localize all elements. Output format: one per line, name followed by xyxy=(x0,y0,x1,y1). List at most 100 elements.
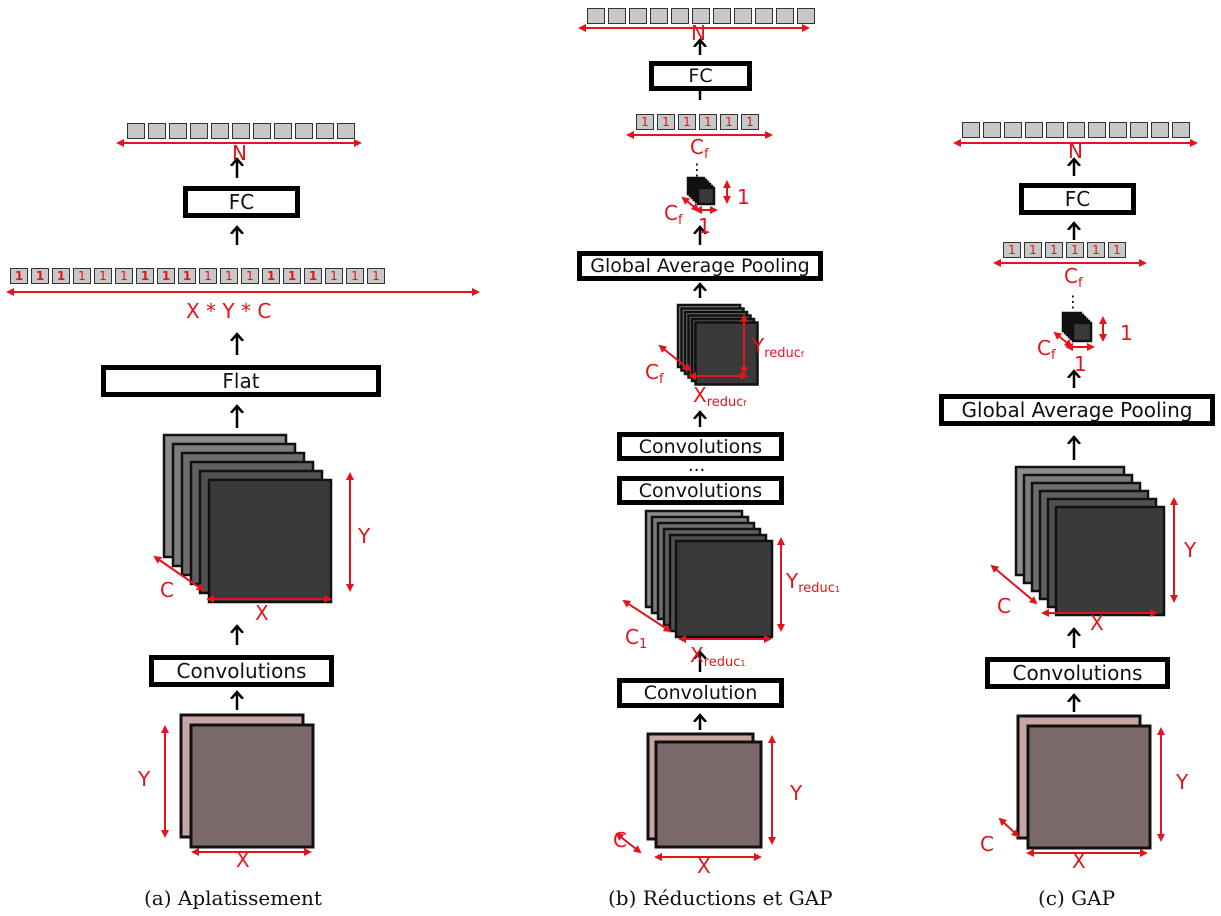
b-out-cell xyxy=(713,8,731,24)
a-flat-cell xyxy=(241,268,259,284)
a-flat-cell-value: 1 xyxy=(372,269,380,283)
c-vec-cell-value: 1 xyxy=(1092,243,1100,257)
a-out-cell xyxy=(127,123,145,139)
a-flat-cell xyxy=(115,268,133,284)
b-input-c-label: C xyxy=(613,828,627,852)
a-input-front xyxy=(189,723,315,849)
b-gap-c-label: Cf xyxy=(664,201,683,228)
a-input-y-label: Y xyxy=(138,767,151,791)
c-fm-x-label: X xyxy=(1090,611,1104,635)
b-gap-output-layer-5 xyxy=(696,186,716,206)
c-vec-cell xyxy=(1024,242,1042,258)
c-vec-cell xyxy=(1108,242,1126,258)
a-out-cell xyxy=(190,123,208,139)
c-vec-cell xyxy=(1045,242,1063,258)
c-gap-one-right: 1 xyxy=(1120,321,1133,345)
a-flat-cell xyxy=(262,268,280,284)
b-convolutions-block-2: Convolutions xyxy=(617,476,784,505)
c-out-cell xyxy=(1067,122,1085,138)
b-gap-one-right: 1 xyxy=(737,185,750,209)
c-out-cell xyxy=(1172,122,1190,138)
a-flat-cell xyxy=(94,268,112,284)
c-vec-cell xyxy=(1066,242,1084,258)
a-flat-cell xyxy=(199,268,217,284)
c-out-cell xyxy=(1046,122,1064,138)
c-convolutions-block: Convolutions xyxy=(985,657,1170,689)
c-input-c-arrow xyxy=(998,817,1020,838)
b-out-cell xyxy=(608,8,626,24)
a-flat-cell xyxy=(73,268,91,284)
b-input-x-label: X xyxy=(697,854,711,878)
c-input-c-label: C xyxy=(980,832,994,856)
b-fm1-c-arrow xyxy=(622,599,672,633)
c-vec-cell-value: 1 xyxy=(1113,243,1121,257)
a-flat-cell xyxy=(136,268,154,284)
b-fc-block: FC xyxy=(649,61,752,91)
c-fm-c-label: C xyxy=(997,594,1011,618)
a-out-cell xyxy=(337,123,355,139)
b-gap-c-arrow xyxy=(681,196,700,212)
c-gap-output-layer-5 xyxy=(1071,321,1093,343)
a-flat-cell xyxy=(157,268,175,284)
b-vec-cell xyxy=(720,114,738,130)
b-gap-label: Global Average Pooling xyxy=(590,255,810,277)
b-vec-cell xyxy=(741,114,759,130)
a-flat-cell-value: 1 xyxy=(266,269,276,283)
c-input-x-label: X xyxy=(1072,849,1086,873)
b-convolution-label: Convolution xyxy=(643,682,758,704)
b-vec-cell xyxy=(699,114,717,130)
a-flat-label: Flat xyxy=(222,369,260,393)
c-vec-cell-value: 1 xyxy=(1071,243,1079,257)
c-vec-cell xyxy=(1003,242,1021,258)
c-vec-cell-value: 1 xyxy=(1050,243,1058,257)
a-flat-cell xyxy=(10,268,28,284)
a-flat-cell-value: 1 xyxy=(308,269,318,283)
a-fm-y-label: Y xyxy=(358,524,371,548)
a-flat-cell-value: 1 xyxy=(78,269,86,283)
a-out-cell xyxy=(253,123,271,139)
a-flat-cell-value: 1 xyxy=(161,269,171,283)
c-feature-map-layer-5 xyxy=(1054,505,1166,617)
b-input-y-label: Y xyxy=(790,781,803,805)
c-fc-block: FC xyxy=(1019,183,1136,215)
b-fm1-y-label: Yreduc1 xyxy=(786,569,841,596)
a-flat-size-label: X * Y * C xyxy=(186,299,272,323)
b-gap-dots: ⋮ xyxy=(689,160,705,179)
c-gap-block: Global Average Pooling xyxy=(939,394,1215,426)
a-flat-cell xyxy=(304,268,322,284)
c-input-front xyxy=(1026,724,1152,850)
b-out-cell xyxy=(734,8,752,24)
a-fc-label: FC xyxy=(228,190,255,214)
b-fc-label: FC xyxy=(688,65,713,87)
a-flat-cell-value: 1 xyxy=(330,269,338,283)
b-fm2-c-label: Cf xyxy=(645,360,664,387)
b-convolutions-label-2: Convolutions xyxy=(638,479,763,502)
c-convolutions-label: Convolutions xyxy=(1012,661,1143,685)
b-out-cell xyxy=(671,8,689,24)
c-caption: (c) GAP xyxy=(1038,886,1116,910)
b-gap-one-bottom: 1 xyxy=(698,214,711,238)
a-out-cell xyxy=(316,123,334,139)
c-out-cell xyxy=(1151,122,1169,138)
b-vec-cell-value: 1 xyxy=(662,115,670,129)
b-vec-cell-value: 1 xyxy=(725,115,733,129)
c-fm-y-label: Y xyxy=(1184,538,1197,562)
a-out-cell xyxy=(295,123,313,139)
c-vec-cell xyxy=(1087,242,1105,258)
a-convolutions-label: Convolutions xyxy=(176,659,307,683)
b-convolution-block: Convolution xyxy=(617,678,784,708)
b-gap-block: Global Average Pooling xyxy=(577,251,823,281)
a-flat-cell-value: 1 xyxy=(246,269,254,283)
a-out-cell xyxy=(169,123,187,139)
a-out-cell xyxy=(211,123,229,139)
a-flat-block: Flat xyxy=(101,365,381,397)
a-flat-cell xyxy=(283,268,301,284)
c-out-cell xyxy=(1109,122,1127,138)
a-flat-cell-value: 1 xyxy=(35,269,45,283)
b-feature-map-1-layer-5 xyxy=(674,539,774,639)
b-vec-cell-value: 1 xyxy=(641,115,649,129)
a-flat-cell xyxy=(52,268,70,284)
a-flat-cell-value: 1 xyxy=(14,269,24,283)
a-flat-cell xyxy=(220,268,238,284)
